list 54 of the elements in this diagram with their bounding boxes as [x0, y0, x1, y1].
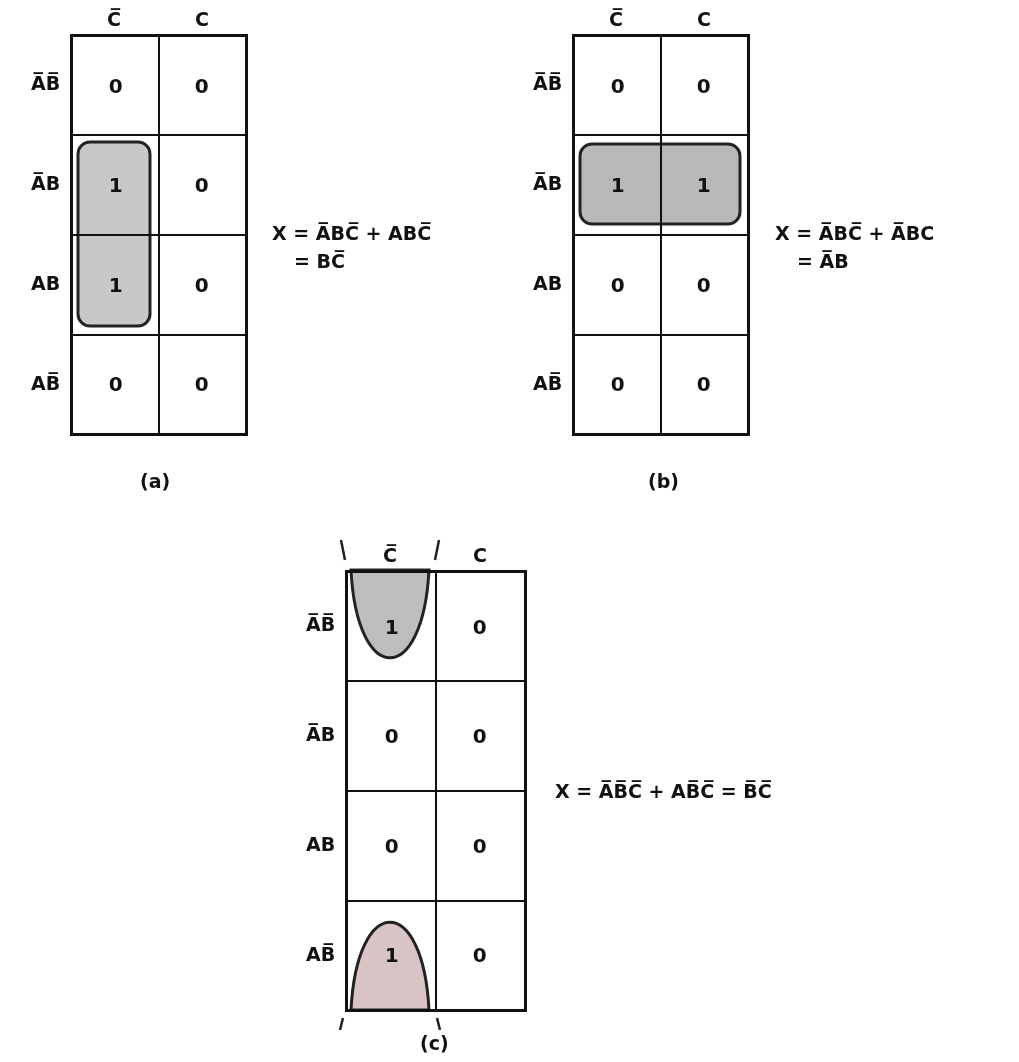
k-map-cell: 0: [158, 234, 248, 336]
k-map-cell: 0: [70, 34, 160, 136]
k-map-cell: 0: [660, 234, 750, 336]
equation: X = A̅B̅C̅ + AB̅C̅ = B̅C̅: [555, 780, 772, 802]
k-map-cell: 0: [435, 790, 527, 902]
k-map-cell: 0: [660, 334, 750, 436]
grouping-loop: [349, 920, 431, 1012]
grouping-loop: [578, 142, 742, 226]
column-label: C̅: [107, 8, 121, 30]
column-label: C̅: [383, 544, 397, 566]
k-map-cell: 0: [572, 34, 662, 136]
row-label: A̅B: [533, 172, 563, 194]
k-map-cell: 0: [345, 790, 437, 902]
row-label: AB̅: [533, 372, 563, 394]
figure-caption: (c): [420, 1032, 449, 1054]
grouping-loop: [76, 140, 152, 328]
row-label: A̅B: [31, 172, 61, 194]
k-map-cell: 0: [345, 680, 437, 792]
figure-caption: (b): [648, 470, 679, 492]
row-label: A̅B̅: [533, 72, 563, 94]
equation: = A̅B: [797, 250, 849, 272]
row-label: AB̅: [31, 372, 61, 394]
row-label: AB: [31, 272, 61, 294]
k-map-cell: 0: [660, 34, 750, 136]
column-label: C: [473, 544, 487, 566]
k-map-cell: 0: [158, 334, 248, 436]
k-map-cell: 1: [70, 134, 160, 236]
equation: X = A̅BC̅ + A̅BC: [775, 222, 935, 244]
row-label: A̅B̅: [31, 72, 61, 94]
k-map-cell: 0: [572, 234, 662, 336]
figure-caption: (a): [140, 470, 171, 492]
k-map-cell: 1: [660, 134, 750, 236]
row-label: A̅B: [306, 723, 336, 745]
column-label: C: [697, 8, 711, 30]
k-map-cell: 0: [158, 134, 248, 236]
k-map-cell: 0: [70, 334, 160, 436]
row-label: AB: [533, 272, 563, 294]
column-label: C: [195, 8, 209, 30]
column-label: C̅: [609, 8, 623, 30]
k-map-cell: 0: [572, 334, 662, 436]
k-map-cell: 1: [345, 570, 437, 682]
k-map-cell: 0: [158, 34, 248, 136]
grouping-loop: [349, 568, 431, 660]
k-map-cell: 0: [435, 680, 527, 792]
k-map-cell: 1: [345, 900, 437, 1012]
k-map-cell: 0: [435, 900, 527, 1012]
k-map-cell: 0: [435, 570, 527, 682]
k-map-cell: 1: [70, 234, 160, 336]
equation: X = A̅BC̅ + ABC̅: [272, 222, 432, 244]
k-map-cell: 1: [572, 134, 662, 236]
row-label: A̅B̅: [306, 613, 336, 635]
row-label: AB: [306, 833, 336, 855]
equation: = BC̅: [294, 250, 345, 272]
row-label: AB̅: [306, 943, 336, 965]
